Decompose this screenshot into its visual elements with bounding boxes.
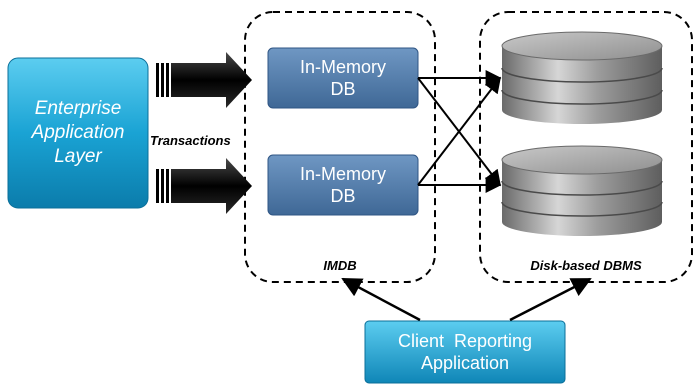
- disk-group-border: [479, 11, 693, 283]
- imdb-caption: IMDB: [323, 258, 357, 273]
- enterprise-label-line: Layer: [54, 146, 102, 167]
- transactions-label: Transactions: [150, 133, 231, 148]
- replication-arrows: [417, 70, 502, 193]
- in-memory-db-label-1: In-Memory DB: [268, 48, 418, 108]
- transaction-arrow-top: [156, 52, 252, 108]
- client-reporting-box: [364, 320, 566, 384]
- disk-database-icon-2: [501, 145, 663, 236]
- in-memory-db-line: DB: [330, 79, 356, 99]
- enterprise-label-line: Application: [31, 122, 125, 143]
- client-query-arrows: [341, 277, 592, 322]
- client-label-line: Client Reporting: [397, 331, 533, 351]
- enterprise-application-label: Enterprise Application Layer: [8, 58, 148, 208]
- transaction-arrow-bottom: [156, 158, 252, 214]
- disk-dbms-caption: Disk-based DBMS: [530, 258, 642, 273]
- client-label-line: Application: [420, 353, 510, 373]
- imdb-group-border: [244, 11, 436, 283]
- client-reporting-label: Client Reporting Application: [365, 321, 565, 383]
- in-memory-db-line: In-Memory: [299, 57, 386, 77]
- in-memory-db-label-2: In-Memory DB: [268, 155, 418, 215]
- in-memory-db-line: In-Memory: [299, 164, 386, 184]
- enterprise-label-line: Enterprise: [34, 98, 122, 119]
- in-memory-db-line: DB: [330, 186, 356, 206]
- enterprise-application-box: [7, 57, 149, 209]
- disk-database-icon-1: [501, 31, 663, 124]
